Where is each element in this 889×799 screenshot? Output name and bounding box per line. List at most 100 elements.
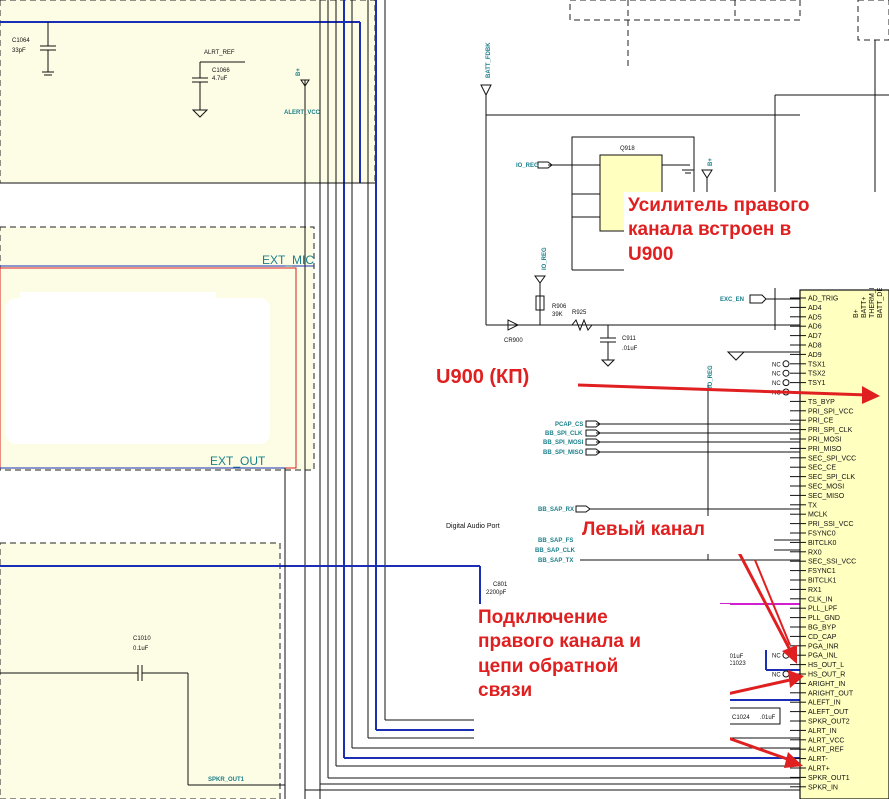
chip-pin-label: ALRT- xyxy=(808,756,828,763)
chip-pin-label: RX0 xyxy=(808,549,822,556)
ground-icon xyxy=(726,351,746,361)
resistor-r925 xyxy=(571,318,593,332)
chip-pin-label: SEC_SSI_VCC xyxy=(808,559,856,566)
r925-ref: R925 xyxy=(572,310,587,316)
b-plus-label: B+ xyxy=(296,68,302,76)
alert-vcc-label: ALERT_VCC xyxy=(284,110,321,116)
chip-pin-label: PRI_SSI_VCC xyxy=(808,521,854,528)
chip-pin-label: PRI_SPI_CLK xyxy=(808,427,853,434)
chip-pin-label: PGA_INL xyxy=(808,653,838,660)
chip-top-pin-label: BATT_DET_IN xyxy=(877,272,884,318)
bb-spi-mosi-label: BB_SPI_MOSI xyxy=(543,440,584,446)
top-dashed-box xyxy=(569,0,801,21)
nc-label: NC xyxy=(772,362,781,368)
chip-top-pin-label: THERM_BIAS xyxy=(869,273,876,318)
io-reg-port xyxy=(537,161,553,169)
bb-sap-rx-label: BB_SAP_RX xyxy=(538,507,574,513)
chip-pin-label: SEC_SPI_CLK xyxy=(808,474,855,481)
c801-value: 2200pF xyxy=(486,590,507,596)
chip-pin-label: AD9 xyxy=(808,352,822,359)
pcap-cs-label: PCAP_CS xyxy=(555,422,583,428)
chip-pin-label: SPKR_IN xyxy=(808,784,838,791)
chip-pin-label: SEC_MISO xyxy=(808,493,845,500)
c1066-ref: C1066 xyxy=(212,68,230,74)
annotation-left-channel: Левый канал xyxy=(578,516,774,554)
bb-sap-clk-label: BB_SAP_CLK xyxy=(535,548,576,554)
chip-pin-label: TX xyxy=(808,502,817,509)
chip-pin-label: AD5 xyxy=(808,314,822,321)
chip-pin-label: PRI_CE xyxy=(808,418,834,425)
chip-pin-label: TSX1 xyxy=(808,361,826,368)
cr900-ref: CR900 xyxy=(504,338,523,344)
upper-left-block xyxy=(0,0,376,184)
chip-pin-label: FSYNC1 xyxy=(808,568,836,575)
chip-pin-label: AD6 xyxy=(808,324,822,331)
chip-pin-label: BITCLK1 xyxy=(808,578,837,585)
r906-value: 39K xyxy=(552,312,563,318)
chip-pin-label: SEC_MOSI xyxy=(808,484,844,491)
c1064-ref: C1064 xyxy=(12,38,30,44)
chip-pins: AD_TRIGAD4AD5AD6AD7AD8AD9TSX1NCTSX2NCTSY… xyxy=(772,296,856,792)
chip-pin-label: SEC_CE xyxy=(808,465,836,472)
io-reg-label-2: IO_REG xyxy=(542,247,548,270)
chip-pin-label: ALRT_IN xyxy=(808,728,837,735)
c1010-value: 0.1uF xyxy=(133,646,149,652)
chip-pin-label: BITCLK0 xyxy=(808,540,837,547)
nc-marker-icon xyxy=(782,360,790,368)
bb-spi-miso-label: BB_SPI_MISO xyxy=(543,450,584,456)
nc-label: NC xyxy=(772,381,781,387)
exc-en-port xyxy=(749,294,767,304)
annotation-right-amp: Усилитель правого канала встроен в U900 xyxy=(624,192,889,288)
r906-ref: R906 xyxy=(552,304,567,310)
b-plus-q918: B+ xyxy=(708,158,714,166)
chip-pin-label: TS_BYP xyxy=(808,399,835,406)
chip-pin-label: FSYNC0 xyxy=(808,531,836,538)
ext-mic-label: EXT_MIC xyxy=(262,253,314,267)
chip-pin-label: TSY1 xyxy=(808,380,826,387)
chip-pin-label: AD7 xyxy=(808,333,822,340)
c1024-ref: C1024 xyxy=(732,715,750,721)
chip-top-pin-label: B+ xyxy=(853,309,860,318)
chip-pin-label: RX1 xyxy=(808,587,822,594)
chip-pin-label: AD8 xyxy=(808,343,822,350)
c801-ref: C801 xyxy=(493,582,508,588)
q918-ref: Q918 xyxy=(620,146,635,152)
bb-sap-fs-label: BB_SAP_FS xyxy=(538,538,573,544)
digital-audio-port-label: Digital Audio Port xyxy=(446,523,500,530)
bb-sap-tx-label: BB_SAP_TX xyxy=(538,558,573,564)
u900-chip xyxy=(799,289,889,799)
resistor-r906 xyxy=(535,295,545,311)
batt-fdbk-label: BATT_FDBK xyxy=(486,42,492,78)
nc-marker-icon xyxy=(782,379,790,387)
c911-ref: C911 xyxy=(622,336,637,342)
chip-pin-label: ALEFT_IN xyxy=(808,700,841,707)
c1024-value: .01uF xyxy=(760,715,776,721)
capacitor-c911 xyxy=(600,325,616,367)
spkr-out1-net: SPKR_OUT1 xyxy=(208,777,245,783)
capacitor-c1010 xyxy=(0,665,285,786)
chip-pin-label: PLL_LPF xyxy=(808,606,837,613)
ext-out-label: EXT_OUT xyxy=(210,454,266,468)
top-right-dashed-box xyxy=(857,0,889,41)
nc-marker-icon xyxy=(782,670,790,678)
c911-value: .01uF xyxy=(622,346,638,352)
chip-pin-label: AD4 xyxy=(808,305,822,312)
chip-pin-label: PGA_INR xyxy=(808,643,839,650)
exc-en-label: EXC_EN xyxy=(720,297,744,303)
nc-label: NC xyxy=(772,372,781,378)
chip-pin-label: SPKR_OUT1 xyxy=(808,775,850,782)
chip-pin-label: CLK_IN xyxy=(808,596,833,603)
chip-pin-label: ARIGHT_OUT xyxy=(808,690,854,697)
annotation-u900: U900 (КП) xyxy=(436,366,530,388)
chip-pin-label: ALRT+ xyxy=(808,766,830,773)
c1023-value: .01uF xyxy=(728,654,744,660)
chip-pin-label: ALRT_REF xyxy=(808,747,844,754)
nc-label: NC xyxy=(772,673,781,679)
chip-pin-label: PRI_MISO xyxy=(808,446,842,453)
chip-pin-label: ALRT_VCC xyxy=(808,737,844,744)
nc-label: NC xyxy=(772,654,781,660)
chip-pin-label: CD_CAP xyxy=(808,634,837,641)
power-arrow-icon xyxy=(701,169,713,179)
chip-pin-label: BG_BYP xyxy=(808,625,836,632)
